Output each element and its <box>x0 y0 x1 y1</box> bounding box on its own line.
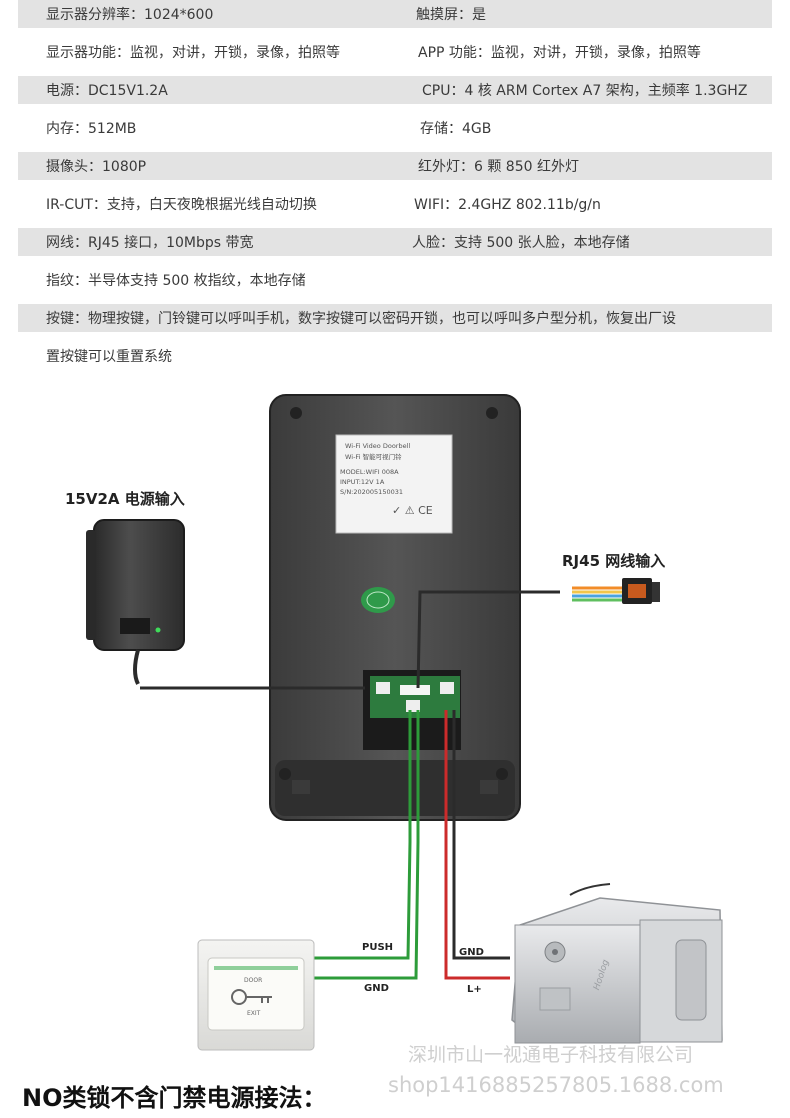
spec-left-cell: 内存：512MB <box>46 121 137 137</box>
spec-right-cell: 红外灯：6 颗 850 红外灯 <box>418 159 579 175</box>
spec-right-cell: CPU：4 核 ARM Cortex A7 架构，主频率 1.3GHZ <box>422 83 748 99</box>
spec-left-cell: IR-CUT：支持，白天夜晚根据光线自动切换 <box>46 197 317 213</box>
screw-icon <box>496 768 508 780</box>
watermark-shop: shop1416885257805.1688.com <box>388 1073 724 1097</box>
exit-button-top-text: DOOR <box>244 977 263 984</box>
wiring-diagram: 15V2A 电源输入 RJ45 网线输入 Wi-Fi Video Doorbel… <box>0 380 790 1118</box>
led-indicator-icon <box>155 627 161 633</box>
wiring-section-title: NO类锁不含门禁电源接法： <box>22 1084 327 1112</box>
power-input-label: 15V2A 电源输入 <box>65 490 185 508</box>
power-adapter <box>86 519 185 685</box>
rj45-input-label: RJ45 网线输入 <box>562 552 666 570</box>
spec-right-cell: APP 功能：监视，对讲，开锁，录像，拍照等 <box>418 45 701 61</box>
spec-right-cell: WIFI：2.4GHZ 802.11b/g/n <box>414 197 601 213</box>
spec-row: 显示器功能：监视，对讲，开锁，录像，拍照等 APP 功能：监视，对讲，开锁，录像，… <box>18 38 772 66</box>
spec-row: 内存：512MB 存储：4GB <box>18 114 772 142</box>
rj45-wire <box>416 590 560 689</box>
certification-icons: ✓ ⚠ CE <box>392 504 433 517</box>
rj45-leads <box>572 586 622 602</box>
lplus-label: L+ <box>467 984 482 995</box>
sticker-line-1: Wi-Fi Video Doorbell <box>345 442 411 450</box>
lock-gnd-label: GND <box>459 947 484 958</box>
wiring-diagram-drawing <box>86 394 723 1051</box>
spec-right-cell: 存储：4GB <box>420 121 492 137</box>
spec-table: 显示器分辨率：1024*600 触摸屏：是显示器功能：监视，对讲，开锁，录像，拍照… <box>18 0 772 380</box>
spec-right-cell: 人脸：支持 500 张人脸，本地存储 <box>412 235 630 251</box>
sticker-line-3: MODEL:WIFI 008A <box>340 468 399 476</box>
spec-row: 摄像头：1080P 红外灯：6 颗 850 红外灯 <box>18 152 772 180</box>
spec-left-cell: 显示器分辨率：1024*600 <box>46 7 214 23</box>
sticker-line-5: S/N:202005150031 <box>340 488 403 496</box>
lplus-wire <box>444 710 510 980</box>
spec-left-cell: 指纹：半导体支持 500 枚指纹，本地存储 <box>46 273 306 289</box>
screw-icon <box>279 768 291 780</box>
spec-row: 置按键可以重置系统 <box>18 342 772 370</box>
spec-row: 显示器分辨率：1024*600 触摸屏：是 <box>18 0 772 28</box>
spec-row: 电源：DC15V1.2A CPU：4 核 ARM Cortex A7 架构，主频率… <box>18 76 772 104</box>
rj45-connector <box>622 578 660 604</box>
button-gnd-wire <box>314 710 420 980</box>
watermark-company: 深圳市山一视通电子科技有限公司 <box>408 1044 694 1066</box>
spec-left-cell: 电源：DC15V1.2A <box>46 83 168 99</box>
sticker-line-4: INPUT:12V 1A <box>340 478 385 486</box>
button-gnd-label: GND <box>364 983 389 994</box>
spec-row: 网线：RJ45 接口，10Mbps 带宽 人脸：支持 500 张人脸，本地存储 <box>18 228 772 256</box>
screw-icon <box>290 407 302 419</box>
exit-button-bottom-text: EXIT <box>247 1010 261 1017</box>
screw-icon <box>486 407 498 419</box>
push-wire <box>314 710 412 960</box>
spec-row: IR-CUT：支持，白天夜晚根据光线自动切换 WIFI：2.4GHZ 802.11… <box>18 190 772 218</box>
qc-sticker-icon <box>361 587 395 613</box>
spec-left-cell: 置按键可以重置系统 <box>46 349 172 365</box>
spec-left-cell: 显示器功能：监视，对讲，开锁，录像，拍照等 <box>46 45 340 61</box>
exit-button-device <box>197 939 315 1051</box>
spec-row: 指纹：半导体支持 500 枚指纹，本地存储 <box>18 266 772 294</box>
lock-gnd-wire <box>452 710 510 960</box>
spec-row: 按键：物理按键，门铃键可以呼叫手机，数字按键可以密码开锁，也可以呼叫多户型分机，… <box>18 304 772 332</box>
spec-left-cell: 按键：物理按键，门铃键可以呼叫手机，数字按键可以密码开锁，也可以呼叫多户型分机，… <box>46 311 676 327</box>
sticker-line-2: Wi-Fi 智能可视门铃 <box>345 453 402 461</box>
spec-left-cell: 网线：RJ45 接口，10Mbps 带宽 <box>46 235 254 251</box>
electric-lock <box>511 883 723 1044</box>
spec-left-cell: 摄像头：1080P <box>46 159 147 175</box>
connector-icon <box>400 685 430 695</box>
spec-right-cell: 触摸屏：是 <box>416 7 486 23</box>
push-wire-label: PUSH <box>362 942 394 953</box>
